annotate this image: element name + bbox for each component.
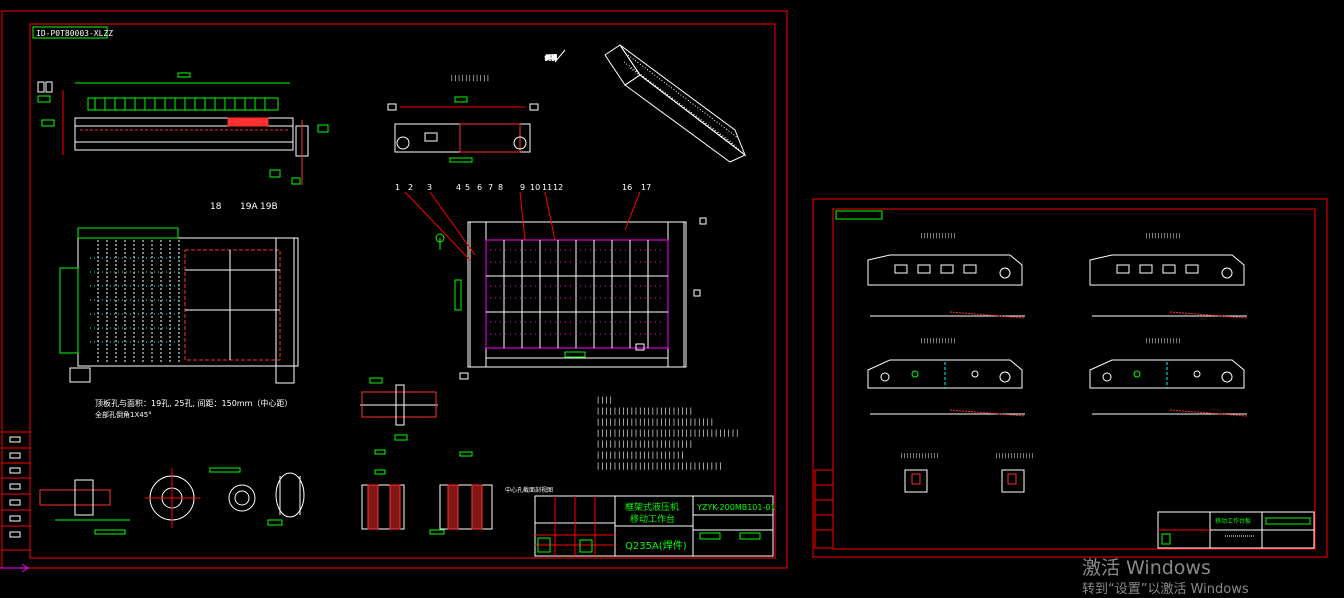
svg-text:|||||||||||: |||||||||||	[450, 75, 490, 82]
svg-text:7: 7	[488, 183, 493, 192]
svg-text:|||||||||||||||||||||: |||||||||||||||||||||	[596, 451, 685, 459]
svg-text:10: 10	[530, 183, 540, 192]
detail-g	[429, 451, 493, 535]
sheet2-inner-frame	[832, 208, 1316, 550]
plate-view-3: ||||||||||||	[867, 338, 1026, 417]
plan-note-line2: 全部孔倒角1X45°	[95, 410, 152, 419]
plan-view: 18 19A 19B	[59, 202, 299, 384]
section-details: 中心孔截面剖视图	[39, 377, 553, 535]
title-name-line1: 框架式液压机	[625, 501, 679, 513]
svg-text:||||||||||||: ||||||||||||	[920, 338, 956, 344]
svg-text:3: 3	[427, 183, 432, 192]
sheet2-title-block	[1157, 511, 1315, 549]
detail-e	[267, 472, 305, 526]
svg-text:||||||||||||||||||||||||||||||: ||||||||||||||||||||||||||||||	[596, 462, 722, 470]
svg-text:2: 2	[408, 183, 413, 192]
plate-view-1: ||||||||||||	[867, 233, 1026, 319]
watermark-line1: 激活 Windows	[1082, 557, 1211, 579]
detail-f	[361, 449, 405, 530]
svg-text:1: 1	[395, 183, 400, 192]
svg-text:17: 17	[641, 183, 651, 192]
detail-d-circle	[209, 467, 256, 512]
plan-note-line1: 顶板孔与面积：19孔, 25孔, 间距：150mm（中心距）	[95, 398, 292, 408]
sheet1: ID-P0T80003-XLZZ	[0, 10, 788, 573]
technical-notes: |||| ||||||||||||||||||||||| |||||||||||…	[596, 396, 739, 470]
sheet1-tag: ID-P0T80003-XLZZ	[36, 29, 113, 38]
svg-text:4: 4	[456, 183, 461, 192]
main-platen-view	[404, 191, 707, 380]
front-elevation-view	[37, 72, 329, 185]
plate-view-2: ||||||||||||	[1089, 233, 1248, 319]
svg-text:||||||||||||: ||||||||||||	[1145, 338, 1181, 344]
svg-text:||||: ||||	[596, 396, 613, 404]
side-elevation-view: |||||||||||	[387, 75, 539, 163]
sheet1-inner-frame	[29, 23, 776, 559]
windows-activation-watermark: 激活 Windows 转到“设置”以激活 Windows	[1082, 556, 1249, 598]
svg-text:11: 11	[542, 183, 552, 192]
plate-view-4: ||||||||||||	[1089, 338, 1248, 417]
title-drawing-number: YZYK-200MB101-01	[696, 503, 776, 512]
part-label-19a: 19A	[240, 202, 258, 212]
detail-c-circle	[145, 468, 200, 528]
svg-text:8: 8	[498, 183, 503, 192]
sheet2: |||||||||||| |||||||||||| ||||||||||||	[812, 198, 1328, 558]
svg-text:5: 5	[465, 183, 470, 192]
svg-text:||||||||||||: ||||||||||||	[1145, 233, 1181, 239]
watermark-line2: 转到“设置”以激活 Windows	[1082, 582, 1249, 597]
part-number-row: 1 2 3 4 5 6 7 8 9 10 11 12 16 17	[395, 183, 651, 192]
sheet1-title-block	[534, 495, 774, 557]
svg-text:|||||||||||||: |||||||||||||	[995, 453, 1034, 459]
svg-text:||||||||||||||||||||||||||||: ||||||||||||||||||||||||||||	[596, 418, 714, 426]
svg-text:|||||||||||||||||||||||: |||||||||||||||||||||||	[596, 407, 693, 415]
small-detail-views: ||||||||||||| |||||||||||||	[900, 453, 1034, 493]
part-label-18: 18	[210, 202, 222, 212]
isometric-view: 斜视	[545, 44, 747, 163]
sheet2-title-name: 移动工作台板	[1215, 517, 1251, 525]
isometric-view-label: 斜视	[545, 54, 557, 62]
title-material: Q235A(焊件)	[625, 540, 687, 552]
svg-text:||||||||||||: ||||||||||||	[920, 233, 956, 239]
part-label-19b: 19B	[260, 202, 278, 212]
svg-text:|||||||||||||||||||||||: |||||||||||||||||||||||	[596, 440, 693, 448]
detail-a	[360, 377, 438, 441]
detail-b	[39, 479, 130, 535]
title-name-line2: 移动工作台	[630, 513, 675, 525]
left-revision-strip	[1, 431, 31, 551]
svg-text:||||||||||||||||||||||||||||||: ||||||||||||||||||||||||||||||||||	[596, 429, 739, 437]
sheet1-outer-frame	[1, 10, 788, 569]
svg-text:16: 16	[622, 183, 632, 192]
sheet2-outer-frame	[812, 198, 1328, 558]
svg-text:9: 9	[520, 183, 525, 192]
svg-text:12: 12	[553, 183, 563, 192]
svg-text:6: 6	[477, 183, 482, 192]
section-view-label: 中心孔截面剖视图	[505, 486, 553, 494]
svg-text:|||||||||||||: |||||||||||||	[900, 453, 939, 459]
